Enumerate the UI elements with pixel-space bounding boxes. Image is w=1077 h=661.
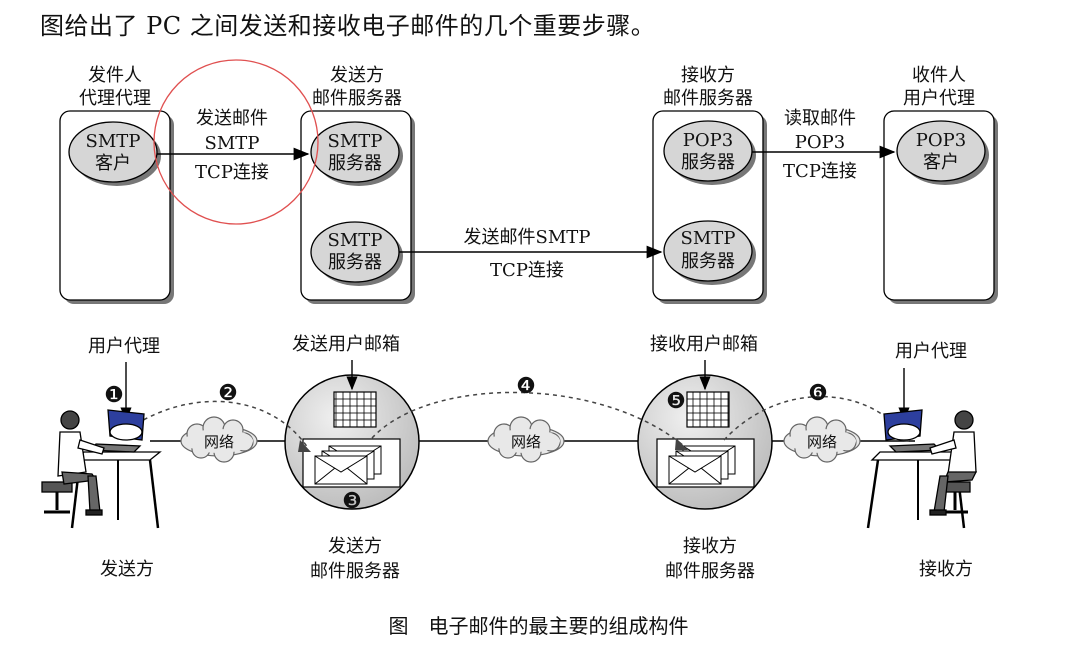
receiver-agent-title-2: 用户代理 xyxy=(903,88,975,109)
sender-server-title-2: 邮件服务器 xyxy=(312,88,402,109)
highlight-circle xyxy=(153,59,319,225)
sender-server-label-2: 邮件服务器 xyxy=(310,561,400,582)
smtp-receive-label-1: SMTP xyxy=(681,228,736,249)
pop3-server-node xyxy=(663,120,753,182)
arrow1-label-1: 发送邮件 xyxy=(196,108,268,129)
recv-mailbox-label: 接收用户邮箱 xyxy=(650,334,758,355)
intro-text: 图给出了 PC 之间发送和接收电子邮件的几个重要步骤。 xyxy=(40,12,656,40)
smtp-client-label-1: SMTP xyxy=(86,131,141,152)
arrow1-label-2: SMTP xyxy=(205,133,260,154)
smtp-relay-label-1: SMTP xyxy=(328,230,383,251)
pop3-client-label-1: POP3 xyxy=(916,130,966,151)
arrow3-label-3: TCP连接 xyxy=(783,161,857,182)
send-mailbox-label: 发送用户邮箱 xyxy=(292,334,400,355)
dashed-path-relay xyxy=(371,391,685,447)
receiver-label: 接收方 xyxy=(919,559,973,580)
receiver-person-icon xyxy=(866,409,978,529)
network-label-right: 网络 xyxy=(807,433,837,451)
step-2-marker: ❷ xyxy=(218,381,238,406)
network-cloud-middle xyxy=(487,416,565,463)
pop3-client-node xyxy=(896,120,986,182)
smtp-server-label-2: 服务器 xyxy=(328,153,382,174)
smtp-client-node xyxy=(68,121,158,183)
network-cloud-right xyxy=(783,416,861,463)
arrow2-label-2: TCP连接 xyxy=(490,260,564,281)
network-label-left: 网络 xyxy=(204,433,234,451)
sender-agent-title-1: 发件人 xyxy=(88,65,142,86)
dashed-path-send xyxy=(129,400,309,449)
smtp-client-label-2: 客户 xyxy=(95,153,131,174)
smtp-server-node xyxy=(310,121,400,183)
receiver-server-title-1: 接收方 xyxy=(681,65,735,86)
recv-envelope-tray xyxy=(656,438,755,488)
send-mailbox-grid xyxy=(333,391,377,428)
sender-server-title-1: 发送方 xyxy=(330,65,384,86)
receiver-server-title-2: 邮件服务器 xyxy=(663,88,753,109)
network-cloud-left xyxy=(180,416,258,463)
send-envelope-tray xyxy=(302,438,401,488)
pop3-client-label-2: 客户 xyxy=(923,152,959,173)
arrowhead-send xyxy=(298,440,311,452)
network-label-middle: 网络 xyxy=(511,433,541,451)
receiver-server-label-2: 邮件服务器 xyxy=(665,561,755,582)
recv-mailbox-grid xyxy=(686,391,730,428)
arrow3-label-1: 读取邮件 xyxy=(784,108,856,129)
sender-label: 发送方 xyxy=(100,559,154,580)
step-4-marker: ❹ xyxy=(516,374,536,399)
sender-server-label-1: 发送方 xyxy=(328,536,382,557)
smtp-receive-label-2: 服务器 xyxy=(681,251,735,272)
pop3-server-label-1: POP3 xyxy=(683,130,733,151)
arrow1-label-3: TCP连接 xyxy=(195,162,269,183)
arrowhead-relay xyxy=(675,438,688,450)
ua-right-label: 用户代理 xyxy=(895,341,967,362)
sender-person-icon xyxy=(41,409,162,529)
step-3-marker: ❸ xyxy=(342,489,362,514)
receiver-agent-title-1: 收件人 xyxy=(912,65,966,86)
step-5-marker: ❺ xyxy=(666,389,686,414)
receiver-server-label-1: 接收方 xyxy=(683,536,737,557)
smtp-server-label-1: SMTP xyxy=(328,131,383,152)
step-1-marker: ❶ xyxy=(104,383,124,408)
smtp-receive-node xyxy=(663,220,753,282)
step-6-marker: ❻ xyxy=(808,381,828,406)
ua-left-label: 用户代理 xyxy=(88,336,160,357)
arrow2-label-1: 发送邮件SMTP xyxy=(464,227,591,248)
figure-caption: 图 电子邮件的最主要的组成构件 xyxy=(388,614,689,638)
pop3-server-label-2: 服务器 xyxy=(681,152,735,173)
arrow3-label-2: POP3 xyxy=(795,132,845,153)
smtp-relay-label-2: 服务器 xyxy=(328,252,382,273)
sender-agent-title-2: 代理代理 xyxy=(79,88,151,109)
